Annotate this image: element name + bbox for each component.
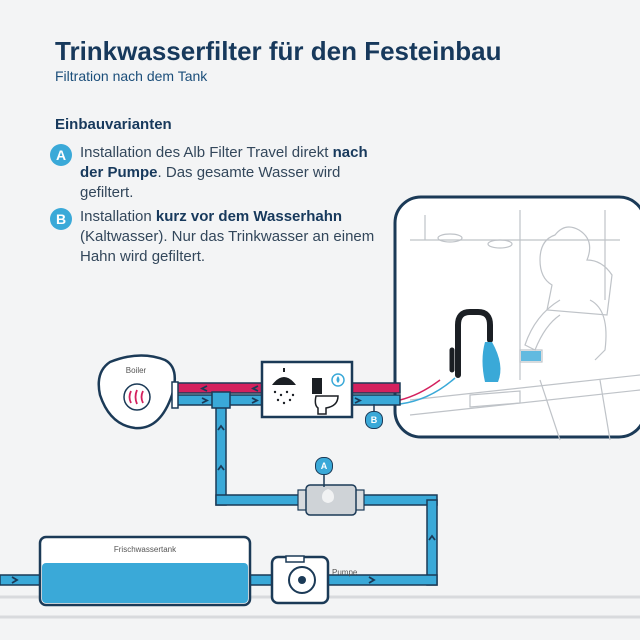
variant-b-text-before: Installation xyxy=(80,208,156,225)
flow-arrows xyxy=(11,385,436,584)
variant-a-text-after: . Das gesamte Wasser wird gefiltert. xyxy=(80,164,341,201)
variant-b-text-bold: kurz vor dem Wasserhahn xyxy=(155,208,343,225)
filter-marker-b: B xyxy=(365,411,383,429)
variant-b-text: Installation kurz vor dem Wasserhahn (Ka… xyxy=(80,207,380,267)
variant-b-badge: B xyxy=(50,208,72,230)
fresh-water-tank xyxy=(38,535,252,607)
boiler-label: Boiler xyxy=(125,366,147,375)
page-subtitle: Filtration nach dem Tank xyxy=(55,68,208,84)
variant-a-text-before: Installation des Alb Filter Travel direk… xyxy=(80,144,333,161)
page-title: Trinkwasserfilter für den Festeinbau xyxy=(55,36,502,66)
t-junction xyxy=(211,391,231,409)
boiler xyxy=(97,354,179,430)
water-filter xyxy=(297,484,365,516)
section-heading: Einbauvarianten xyxy=(55,116,172,133)
variant-a-badge: A xyxy=(50,144,72,166)
bathroom-box xyxy=(260,360,354,419)
kitchen-scene xyxy=(393,195,640,441)
pump-label: Pumpe xyxy=(332,568,358,577)
variant-a-text: Installation des Alb Filter Travel direk… xyxy=(80,143,380,203)
variant-a-text-bold: nach der Pumpe xyxy=(80,144,368,181)
tank-label: Frischwassertank xyxy=(113,545,177,554)
variant-b-text-after: (Kaltwasser). Nur das Trinkwasser an ein… xyxy=(80,228,375,265)
pump xyxy=(270,555,330,605)
filter-marker-a: A xyxy=(315,457,333,475)
